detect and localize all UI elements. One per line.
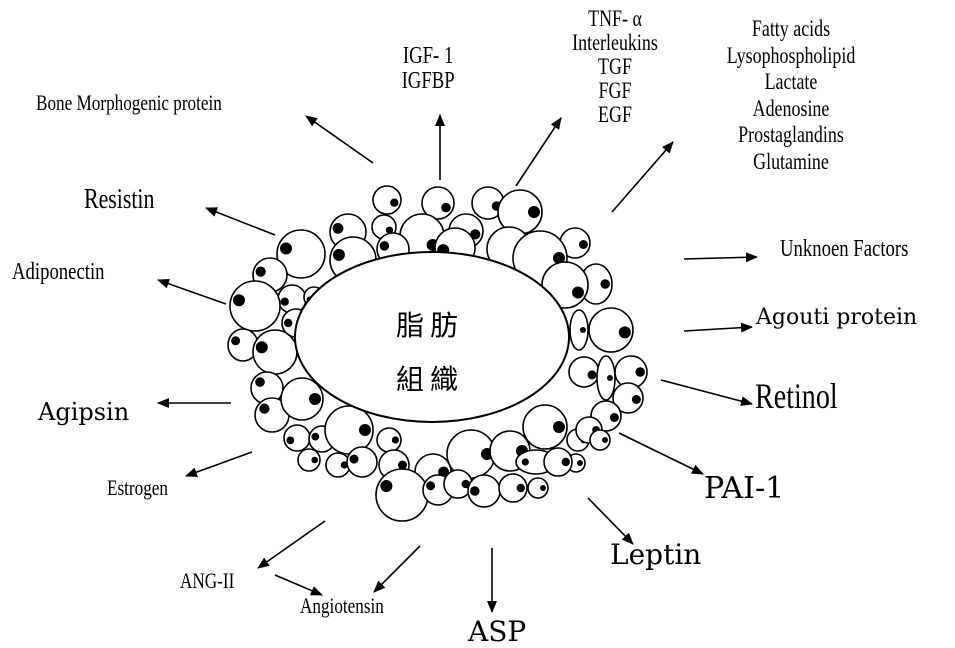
- label-asp: ASP: [468, 618, 526, 646]
- arrow-retinol: [661, 380, 752, 404]
- igfbp-label: IGFBP: [393, 69, 463, 94]
- cell-nucleus: [522, 458, 529, 465]
- center-label-line2: 組織: [396, 366, 464, 394]
- cell-nucleus: [233, 294, 245, 306]
- cell-nucleus: [359, 424, 371, 436]
- label-ang-ii: ANG-II: [180, 570, 234, 592]
- cell-nucleus: [350, 455, 359, 464]
- label-retinol: Retinol: [755, 378, 838, 414]
- arrow-agouti: [684, 327, 752, 331]
- arrow-cytokines: [516, 118, 561, 186]
- cell-nucleus: [281, 298, 289, 306]
- cell-nucleus: [540, 485, 546, 491]
- arrow-resistin: [206, 208, 275, 235]
- label-angiotensin: Angiotensin: [300, 595, 384, 617]
- cell-nucleus: [580, 327, 586, 333]
- label-agouti-protein: Agouti protein: [756, 307, 917, 329]
- adipocyte-cell: [376, 469, 428, 521]
- label-agipsin: Agipsin: [38, 400, 129, 424]
- cell-nucleus: [284, 319, 292, 327]
- cell-nucleus: [562, 458, 570, 466]
- cell-nucleus: [635, 367, 645, 377]
- igf-group: IGF- 1 IGFBP: [393, 44, 463, 94]
- cell-nucleus: [588, 370, 597, 379]
- cell-nucleus: [607, 375, 613, 381]
- arrow-ang-ii: [258, 521, 325, 568]
- cell-nucleus: [632, 395, 641, 404]
- label-unknown-factors: Unknoen Factors: [780, 237, 908, 261]
- label-leptin: Leptin: [610, 541, 701, 569]
- cell-nucleus: [441, 203, 451, 213]
- cell-nucleus: [553, 421, 565, 433]
- cell-nucleus: [286, 437, 294, 445]
- cell-nucleus: [311, 457, 318, 464]
- cell-nucleus: [602, 437, 608, 443]
- lactate-label: Lactate: [709, 69, 873, 96]
- cell-nucleus: [470, 486, 480, 496]
- cell-nucleus: [256, 267, 266, 277]
- cell-nucleus: [392, 436, 399, 443]
- label-pai-1: PAI-1: [704, 474, 784, 504]
- cell-nucleus: [333, 249, 345, 261]
- cell-nucleus: [610, 413, 619, 422]
- cell-nucleus: [572, 287, 584, 299]
- egf-label: EGF: [557, 103, 674, 127]
- glutamine-label: Glutamine: [709, 149, 873, 176]
- arrow-angiotensin: [275, 575, 322, 595]
- cell-nucleus: [309, 393, 321, 405]
- label-bone-morphogenic-protein: Bone Morphogenic protein: [36, 92, 222, 114]
- metabolite-group: Fatty acids Lysophospholipid Lactate Ade…: [709, 16, 873, 175]
- cell-nucleus: [380, 480, 392, 492]
- cell-nucleus: [517, 484, 525, 492]
- center-label-line1: 脂肪: [396, 312, 464, 340]
- lysophospholipid-label: Lysophospholipid: [709, 43, 873, 70]
- cell-nucleus: [256, 341, 268, 353]
- arrow-angiotensin-2: [374, 546, 420, 592]
- cell-nucleus: [311, 433, 319, 441]
- label-resistin: Resistin: [84, 186, 154, 214]
- arrow-metabolites: [612, 142, 673, 212]
- cell-nucleus: [528, 206, 540, 218]
- tgf-label: TGF: [557, 55, 674, 79]
- fatty-acids-label: Fatty acids: [709, 16, 873, 43]
- fgf-label: FGF: [557, 79, 674, 103]
- cell-nucleus: [380, 241, 390, 251]
- cell-nucleus: [600, 279, 610, 289]
- cell-nucleus: [255, 377, 265, 387]
- arrow-pai-1: [619, 433, 703, 474]
- cell-nucleus: [619, 326, 631, 338]
- cell-nucleus: [579, 240, 588, 249]
- cell-nucleus: [333, 223, 344, 234]
- tnf-alpha-label: TNF- α: [557, 7, 674, 31]
- arrow-bmp: [306, 116, 373, 163]
- cytokine-group: TNF- α Interleukins TGF FGF EGF: [557, 7, 674, 127]
- label-estrogen: Estrogen: [107, 477, 168, 499]
- cell-nucleus: [426, 481, 435, 490]
- arrow-estrogen: [186, 452, 252, 476]
- arrow-unknown: [684, 257, 757, 259]
- prostaglandins-label: Prostaglandins: [709, 122, 873, 149]
- cell-nucleus: [259, 404, 269, 414]
- cell-nucleus: [577, 460, 583, 466]
- cell-nucleus: [390, 199, 398, 207]
- igf-1-label: IGF- 1: [393, 44, 463, 69]
- adenosine-label: Adenosine: [709, 96, 873, 123]
- interleukins-label: Interleukins: [557, 31, 674, 55]
- cell-nucleus: [280, 243, 292, 255]
- label-adiponectin: Adiponectin: [12, 260, 105, 284]
- cell-nucleus: [398, 461, 407, 470]
- cell-nucleus: [231, 336, 240, 345]
- arrow-adiponectin: [158, 280, 226, 304]
